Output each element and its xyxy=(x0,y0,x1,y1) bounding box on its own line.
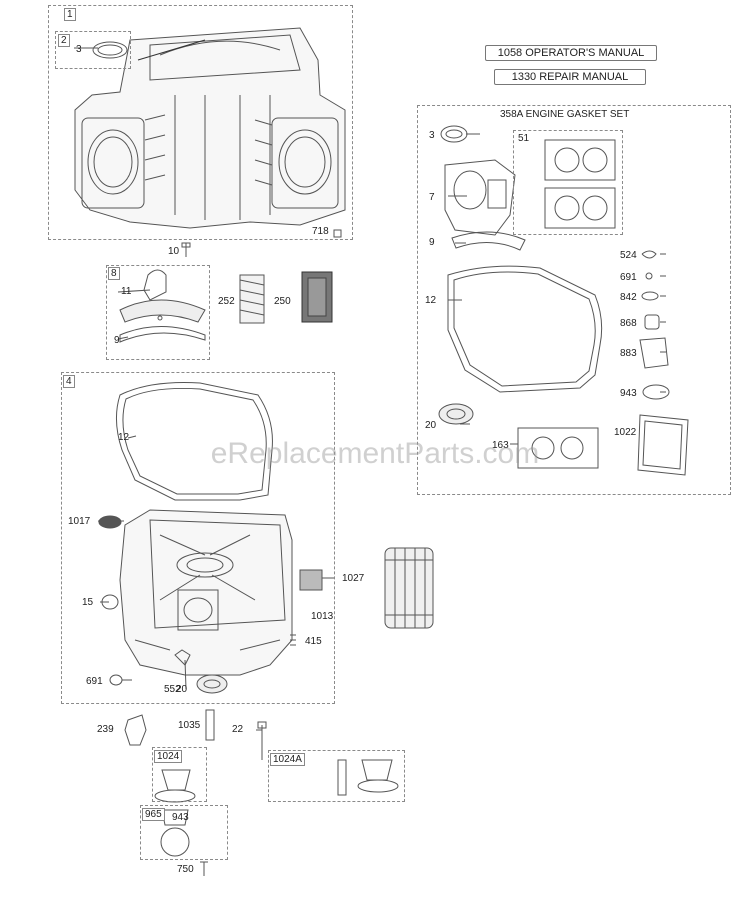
gasket-callout-51[interactable]: 51 xyxy=(518,133,530,144)
callout-12[interactable]: 12 xyxy=(118,432,130,443)
repair-manual-box[interactable]: 1330 REPAIR MANUAL xyxy=(494,69,646,85)
callout-4[interactable]: 4 xyxy=(63,375,75,388)
callout-1027[interactable]: 1027 xyxy=(342,573,365,584)
screw-750-drawing xyxy=(200,861,208,876)
part-868-drawing xyxy=(644,314,660,330)
gasket-callout-3[interactable]: 3 xyxy=(429,130,435,141)
part-552-drawing xyxy=(174,649,191,666)
gasket-1022-drawing xyxy=(637,414,689,476)
callout-415[interactable]: 415 xyxy=(305,636,322,647)
callout-552[interactable]: 552 xyxy=(164,684,181,695)
cylinder-block-drawing xyxy=(74,27,346,238)
callout-1035[interactable]: 1035 xyxy=(178,720,201,731)
callout-10[interactable]: 10 xyxy=(168,246,180,257)
gasket-callout-12[interactable]: 12 xyxy=(425,295,437,306)
callout-9[interactable]: 9 xyxy=(114,335,120,346)
part-524-drawing xyxy=(641,250,657,259)
seal-20-drawing xyxy=(196,674,228,694)
group-box-1024a xyxy=(268,750,405,802)
callout-750[interactable]: 750 xyxy=(177,864,194,875)
callout-1024a[interactable]: 1024A xyxy=(270,753,305,766)
gasket-callout-842[interactable]: 842 xyxy=(620,292,637,303)
gasket-callout-868[interactable]: 868 xyxy=(620,318,637,329)
ring-943-drawing xyxy=(160,827,190,857)
screw-22-drawing xyxy=(257,721,267,760)
callout-1013[interactable]: 1013 xyxy=(311,611,334,622)
group-box-1 xyxy=(48,5,353,240)
gasket-callout-7[interactable]: 7 xyxy=(429,192,435,203)
oil-pan-drawing xyxy=(119,509,293,676)
callout-252[interactable]: 252 xyxy=(218,296,235,307)
gasket-9-drawing xyxy=(451,231,526,251)
callout-11[interactable]: 11 xyxy=(121,286,132,297)
callout-3[interactable]: 3 xyxy=(76,44,82,55)
callout-1017[interactable]: 1017 xyxy=(68,516,91,527)
gasket-set-box xyxy=(417,105,731,495)
oil-pan-gasket-drawing xyxy=(116,382,273,501)
callout-1[interactable]: 1 xyxy=(64,8,76,21)
callout-718[interactable]: 718 xyxy=(312,226,329,237)
callout-943[interactable]: 943 xyxy=(172,812,189,823)
operators-manual-box[interactable]: 1058 OPERATOR'S MANUAL xyxy=(485,45,657,61)
part-883-drawing xyxy=(639,337,669,369)
gasket-callout-524[interactable]: 524 xyxy=(620,250,637,261)
group-box-2 xyxy=(55,31,131,69)
part-1035-drawing xyxy=(205,709,215,741)
screen-1013-drawing xyxy=(299,569,323,591)
part-943g-drawing xyxy=(642,384,670,400)
gasket-callout-9[interactable]: 9 xyxy=(429,237,435,248)
callout-239[interactable]: 239 xyxy=(97,724,114,735)
callout-691[interactable]: 691 xyxy=(86,676,103,687)
gasket-51a-drawing xyxy=(544,139,616,181)
gasket-callout-691[interactable]: 691 xyxy=(620,272,637,283)
callout-250[interactable]: 250 xyxy=(274,296,291,307)
part-1024-drawing xyxy=(161,769,191,791)
screw-10-drawing xyxy=(181,242,191,257)
callout-8[interactable]: 8 xyxy=(108,267,120,280)
callout-20[interactable]: 20 xyxy=(176,684,188,695)
group-box-965 xyxy=(140,805,228,860)
group-box-8 xyxy=(106,265,210,360)
callout-965[interactable]: 965 xyxy=(142,808,165,821)
watermark: eReplacementParts.com xyxy=(210,437,540,470)
gasket-subbox-51 xyxy=(513,130,623,235)
callout-1024[interactable]: 1024 xyxy=(154,750,183,763)
oil-filter-1027-drawing xyxy=(384,547,434,629)
gasket-163-drawing xyxy=(517,427,599,469)
gasket-set-title: 358A ENGINE GASKET SET xyxy=(500,109,630,120)
part-691g-drawing xyxy=(645,272,653,280)
callout-22[interactable]: 22 xyxy=(232,724,244,735)
gasket-callout-163[interactable]: 163 xyxy=(492,440,509,451)
seal-20-gasket-drawing xyxy=(438,403,474,425)
cap-1017-drawing xyxy=(98,515,122,529)
sensor-239-drawing xyxy=(124,714,147,746)
gasket-callout-943[interactable]: 943 xyxy=(620,388,637,399)
gasket-51b-drawing xyxy=(544,187,616,229)
group-box-1024 xyxy=(152,747,207,802)
breather-drawing xyxy=(119,269,206,343)
group-box-4 xyxy=(61,372,335,704)
gasket-callout-20[interactable]: 20 xyxy=(425,420,437,431)
gasket-12-drawing xyxy=(447,265,603,393)
part-1024a-drawing xyxy=(337,759,347,796)
gasket-callout-883[interactable]: 883 xyxy=(620,348,637,359)
callout-15[interactable]: 15 xyxy=(82,597,94,608)
callout-2[interactable]: 2 xyxy=(58,34,70,47)
gasket-callout-1022[interactable]: 1022 xyxy=(614,427,637,438)
part-842-drawing xyxy=(641,291,659,301)
gasket-7-drawing xyxy=(444,159,516,236)
